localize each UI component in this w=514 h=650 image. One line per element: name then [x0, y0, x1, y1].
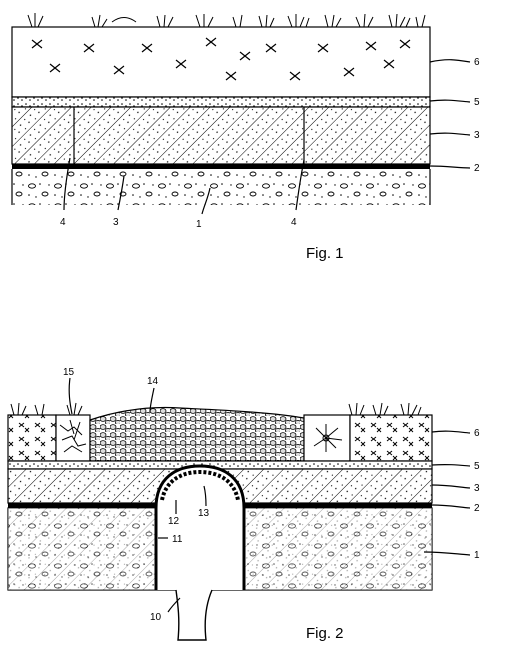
fig2-membrane-13 [160, 469, 240, 501]
fig1-label-3: 3 [474, 130, 480, 141]
fig1-label-1: 1 [196, 219, 202, 230]
fig2-topsoil-left [7, 414, 57, 462]
fig2-label-15: 15 [63, 367, 75, 378]
fig1-label-5: 5 [474, 97, 480, 108]
fig2-label-11: 11 [172, 534, 183, 545]
fig2-leader-lines [68, 377, 471, 613]
fig2-label-6: 6 [474, 428, 480, 439]
figure-1: 6 5 3 2 4 3 1 4 Fig. 1 [11, 13, 480, 262]
fig2-block-right-cracks [313, 424, 343, 452]
fig2-drain-channel-11 [154, 464, 246, 590]
fig2-label-14: 14 [147, 376, 159, 387]
fig2-topsoil-right [349, 414, 433, 462]
fig2-label-12: 12 [168, 516, 180, 527]
fig1-layer-3 [11, 106, 431, 165]
fig2-label-5: 5 [474, 461, 480, 472]
fig2-label-1: 1 [474, 550, 480, 561]
fig1-label-6: 6 [474, 57, 480, 68]
figure-2: 15 14 6 5 3 2 1 12 13 11 10 Fig. 2 [7, 367, 480, 642]
grass-tufts [27, 13, 426, 28]
fig2-gravel-fill-14 [89, 406, 305, 462]
fig1-leader-lines [63, 59, 471, 215]
fig1-caption: Fig. 1 [306, 245, 344, 262]
fig1-layer-2 [12, 164, 430, 169]
fig2-caption: Fig. 2 [306, 625, 344, 642]
fig1-label-4-right: 4 [291, 217, 297, 228]
fig2-label-3: 3 [474, 483, 480, 494]
fig1-label-2: 2 [474, 163, 480, 174]
fig2-block-15-cracks [59, 419, 87, 453]
fig1-layer-5 [11, 96, 431, 108]
fig1-label-3-bottom: 3 [113, 217, 119, 228]
fig1-topsoil-marks [31, 37, 411, 81]
fig1-base-layer-1 [12, 169, 430, 205]
fig2-grass-tufts [10, 402, 422, 416]
fig2-label-10: 10 [150, 612, 162, 623]
fig1-topsoil-layer [11, 26, 431, 98]
fig2-drain-pipe-10 [175, 589, 213, 641]
fig1-label-4-left: 4 [60, 217, 66, 228]
fig2-label-2: 2 [474, 503, 480, 514]
fig2-label-13: 13 [198, 508, 210, 519]
